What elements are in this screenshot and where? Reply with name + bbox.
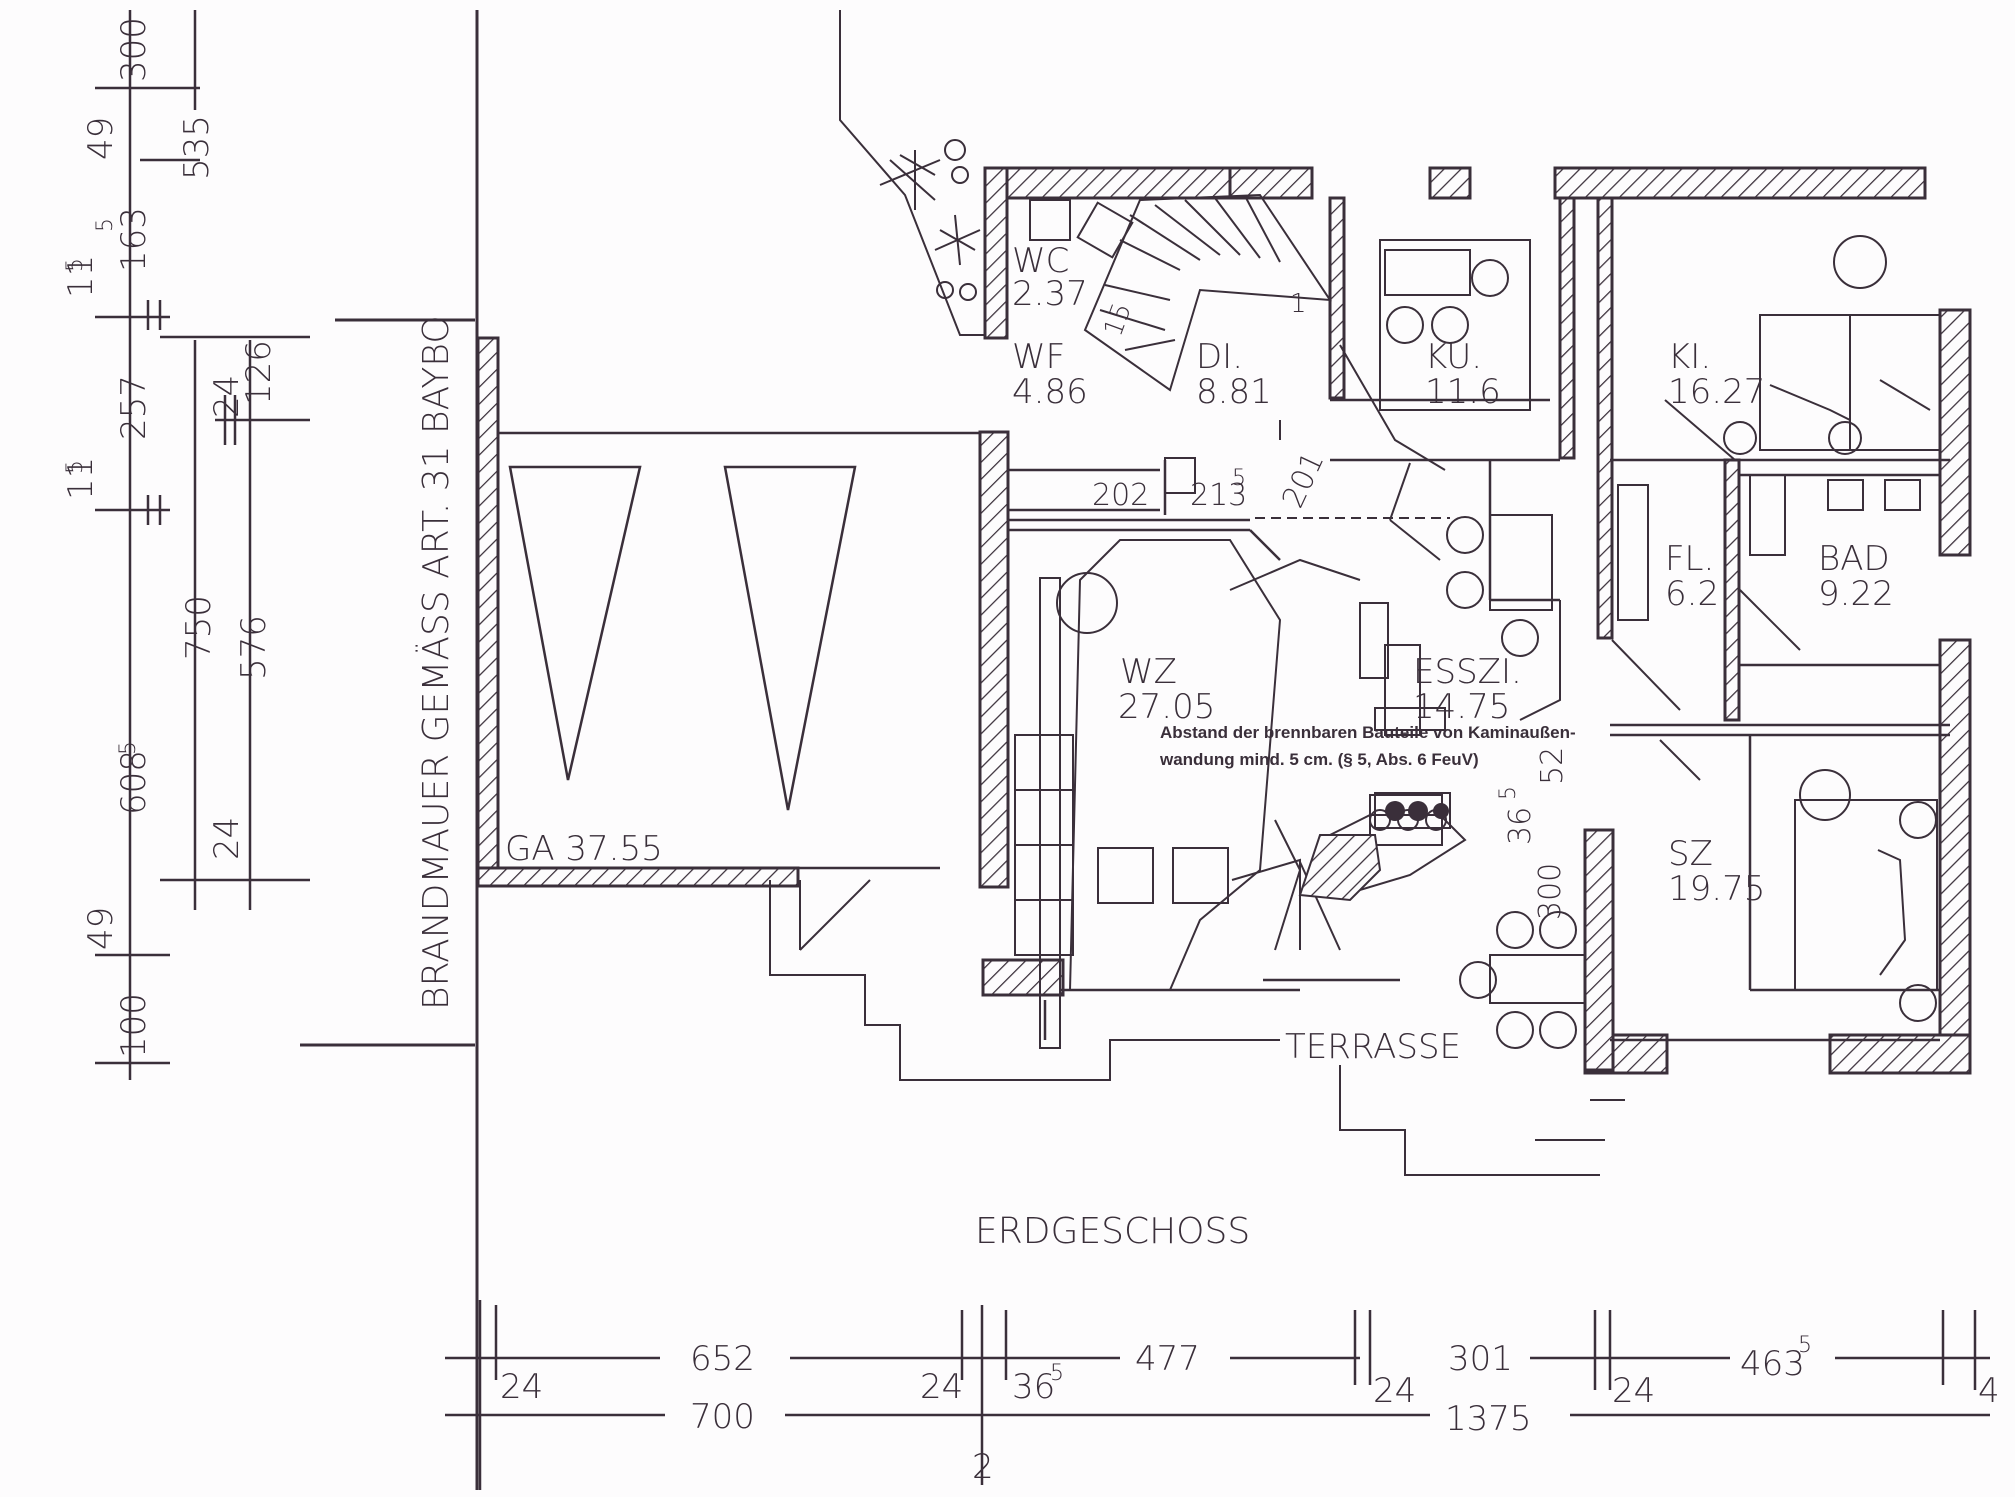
room-bad-area: 9.22 [1818,574,1894,614]
fireplace [1298,792,1451,902]
room-wf-name: WF [1012,337,1065,377]
furniture [1014,199,1941,1049]
dim-700: 700 [690,1397,755,1437]
dim-4: 4 [1978,1371,2000,1411]
room-sz-name: SZ [1668,834,1713,874]
dim-24-b1: 24 [500,1367,543,1407]
house-walls [981,166,1972,1075]
dim-2: 2 [972,1447,994,1487]
dim-5-sup: 5 [93,218,118,232]
room-ki-area: 16.27 [1668,372,1765,412]
dim-5-b-sup: 5 [1050,1361,1064,1386]
dim-750: 750 [179,595,219,660]
dim-24-b4: 24 [1612,1371,1655,1411]
dim-49-bottom: 49 [81,907,121,950]
dim-576: 576 [234,615,274,680]
dim-24-b3: 24 [1373,1371,1416,1411]
dim-5-sup-a: 5 [63,258,88,272]
dim-5-sup-b: 5 [63,460,88,474]
left-dimension-lines [95,10,310,1080]
terrace-outline [769,880,1625,1176]
dim-213: 213 [1190,478,1247,513]
dim-202: 202 [1092,478,1149,513]
dim-5-sup-c: 5 [116,741,141,755]
dim-24-a: 24 [207,375,247,418]
dim-5-b: 5 [1496,786,1521,800]
room-ku-area: 11.6 [1425,372,1501,412]
room-wc-name: WC [1012,241,1069,281]
room-di-area: 8.81 [1196,372,1272,412]
left-dimension-text: 300 49 535 5 163 11 5 257 11 5 608 5 49 … [61,17,279,1058]
doors [1229,344,1801,951]
dim-535: 535 [177,115,217,180]
bottom-dimension-text: 652 24 24 36 5 477 301 24 24 463 5 4 700… [500,1333,2000,1487]
room-ga-label: GA 37.55 [505,829,663,869]
dim-11-a: 11 [61,255,101,298]
bottom-dimension-lines [445,1300,1990,1490]
chimney-note-line1: Abstand der brennbaren Bauteile von Kami… [1160,723,1576,742]
dim-301: 301 [1448,1339,1513,1379]
room-bad-name: BAD [1818,539,1890,579]
dim-100: 100 [114,993,154,1058]
stair-label-1: 1 [1290,289,1307,319]
dim-52: 52 [1535,747,1570,785]
plants [839,10,985,336]
dim-300: 300 [114,17,154,82]
dim-36: 36 [1503,807,1538,845]
room-fl-area: 6.2 [1665,574,1719,614]
room-esszi-area: 14.75 [1413,687,1510,727]
room-di-name: DI. [1196,337,1243,377]
plan-title: ERDGESCHOSS [975,1211,1250,1252]
room-ki-name: KI. [1668,337,1711,377]
room-wz-area: 27.05 [1118,687,1215,727]
stair-label-15: 15 [1098,299,1138,340]
room-ku-name: KU. [1425,337,1482,377]
staircase [1083,193,1332,392]
room-sz-area: 19.75 [1668,869,1765,909]
dim-477: 477 [1135,1339,1200,1379]
room-labels: WC 2.37 WF 4.86 DI. 8.81 KU. 11.6 KI. 16… [1012,241,1894,909]
dim-201: 201 [1276,447,1332,514]
terrace-label: TERRASSE [1285,1027,1461,1067]
dim-11-b: 11 [61,457,101,500]
dim-49-top: 49 [81,117,121,160]
firewall-label: BRANDMAUER GEMÄSS ART. 31 BAYBO [415,315,457,1010]
chimney-note-line2: wandung mind. 5 cm. (§ 5, Abs. 6 FeuV) [1159,750,1479,769]
room-esszi-name: ESSZI. [1413,652,1522,692]
dim-126: 126 [239,340,279,405]
garage [476,336,1010,951]
dim-463: 463 [1740,1344,1805,1384]
dim-652: 652 [690,1339,755,1379]
dim-257: 257 [114,375,154,440]
dim-5-a: 5 [1232,466,1246,491]
room-wc-area: 2.37 [1012,274,1088,314]
dim-300: 300 [1533,863,1568,920]
room-fl-name: FL. [1665,539,1714,579]
dim-5-c-sup: 5 [1798,1333,1812,1358]
room-wz-name: WZ [1120,652,1177,692]
dim-24-b2: 24 [920,1367,963,1407]
dim-24-b: 24 [207,817,247,860]
dim-163: 163 [114,207,154,272]
dim-1375: 1375 [1445,1399,1532,1439]
dim-36-b: 36 [1012,1367,1055,1407]
room-wf-area: 4.86 [1012,372,1088,412]
dim-608: 608 [114,750,154,815]
